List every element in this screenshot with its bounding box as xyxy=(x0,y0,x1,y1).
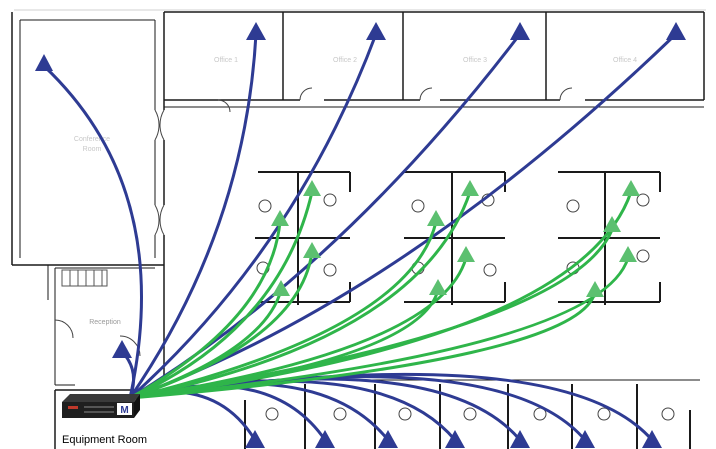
green-link-c1-a xyxy=(129,191,314,400)
ap-marker-office-2 xyxy=(366,22,386,40)
ap-marker-c1-d xyxy=(272,280,290,296)
green-link-c3-c xyxy=(129,257,630,400)
green-markers xyxy=(271,180,640,297)
ap-marker-c3-c xyxy=(619,246,637,262)
equipment-room-label: Equipment Room xyxy=(62,434,147,446)
ap-marker-office-1 xyxy=(246,22,266,40)
green-links xyxy=(129,191,633,400)
reception-label: Reception xyxy=(89,319,121,326)
blue-link-bottom-1 xyxy=(129,390,257,441)
green-link-c3-d xyxy=(129,291,597,400)
ap-marker-c3-a xyxy=(622,180,640,196)
ap-marker-bottom-5 xyxy=(510,430,530,448)
conference-label-line2: Room xyxy=(83,146,102,153)
bottom-chairs xyxy=(265,407,675,421)
ap-marker-office-4 xyxy=(666,22,686,40)
conference-label-line1: Conference xyxy=(74,136,110,143)
green-link-c3-b xyxy=(129,229,614,400)
ap-marker-c2-d xyxy=(429,279,447,295)
office-labels: Office 1 Office 2 Office 3 Office 4 Conf… xyxy=(74,57,637,326)
blue-link-reception xyxy=(120,350,136,399)
ap-marker-c1-a xyxy=(303,180,321,196)
office-3-label: Office 3 xyxy=(463,57,487,64)
blue-link-office-2 xyxy=(128,33,378,400)
ap-marker-c2-b xyxy=(427,210,445,226)
ap-marker-conference xyxy=(35,54,53,71)
green-link-c1-d xyxy=(129,289,283,400)
ap-marker-bottom-6 xyxy=(575,430,595,448)
ap-marker-bottom-7 xyxy=(642,430,662,448)
ap-marker-c3-d xyxy=(586,281,604,297)
ap-marker-reception xyxy=(112,340,132,358)
ap-marker-bottom-4 xyxy=(445,430,465,448)
blue-markers xyxy=(35,22,686,448)
green-link-c2-a xyxy=(129,191,472,400)
green-link-c1-b xyxy=(129,221,282,400)
ap-marker-c2-c xyxy=(457,246,475,262)
stair-hatch xyxy=(61,269,108,287)
blue-link-office-1 xyxy=(128,33,258,399)
office-4-label: Office 4 xyxy=(613,57,637,64)
ap-marker-c1-b xyxy=(271,210,289,226)
office-1-label: Office 1 xyxy=(214,57,238,64)
device-badge: M xyxy=(120,405,128,416)
ap-marker-bottom-2 xyxy=(315,430,335,448)
walls xyxy=(11,9,706,449)
ap-marker-c1-c xyxy=(303,242,321,258)
door-swings xyxy=(54,87,573,357)
blue-link-conference xyxy=(42,64,143,399)
green-link-c2-b xyxy=(129,221,438,400)
ap-marker-c3-b xyxy=(603,216,621,232)
cubicle-cluster-2 xyxy=(404,171,506,305)
ap-marker-bottom-3 xyxy=(378,430,398,448)
office-2-label: Office 2 xyxy=(333,57,357,64)
ap-marker-bottom-1 xyxy=(245,430,265,448)
ap-marker-office-3 xyxy=(510,22,530,40)
ap-marker-c2-a xyxy=(461,180,479,196)
switch-device: M xyxy=(62,394,140,418)
